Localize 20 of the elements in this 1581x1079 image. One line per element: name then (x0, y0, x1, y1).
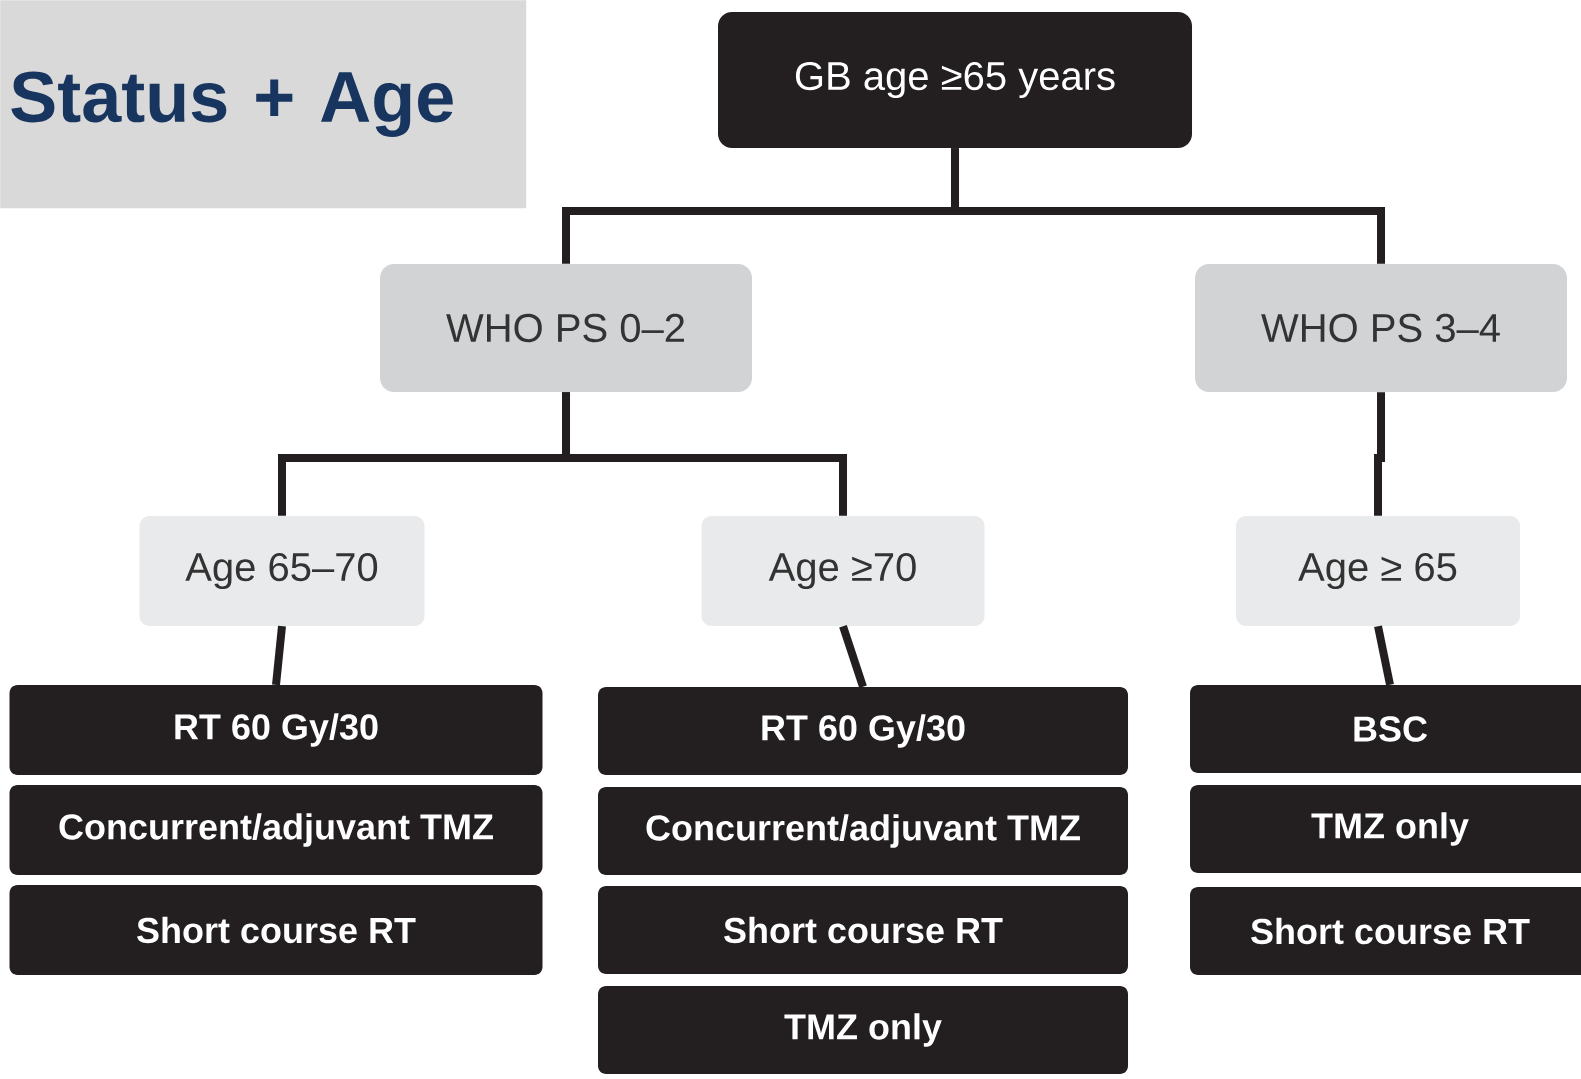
category-box: WHO PS 3–4 (1195, 264, 1567, 392)
decision-box: GB age ≥65 years (718, 12, 1192, 148)
treatment-box: TMZ only (598, 986, 1128, 1074)
category-box: Age 65–70 (139, 516, 425, 626)
treatment-box: Short course RT (598, 886, 1128, 974)
treatment-box: RT 60 Gy/30 (9, 685, 543, 775)
connector-line (839, 624, 867, 689)
treatment-box: Short course RT (9, 885, 543, 975)
category-box: Age ≥70 (701, 516, 985, 626)
connector-line (272, 625, 286, 686)
title-box: Status + Age (0, 0, 527, 209)
category-box: WHO PS 0–2 (380, 264, 752, 392)
treatment-box: RT 60 Gy/30 (598, 687, 1128, 775)
treatment-box: TMZ only (1190, 785, 1581, 873)
connector-line (1374, 625, 1394, 686)
treatment-box: BSC (1190, 685, 1581, 773)
category-box: Age ≥ 65 (1236, 516, 1520, 626)
treatment-box: Concurrent/adjuvant TMZ (9, 785, 543, 875)
treatment-box: Concurrent/adjuvant TMZ (598, 787, 1128, 875)
treatment-box: Short course RT (1190, 887, 1581, 975)
